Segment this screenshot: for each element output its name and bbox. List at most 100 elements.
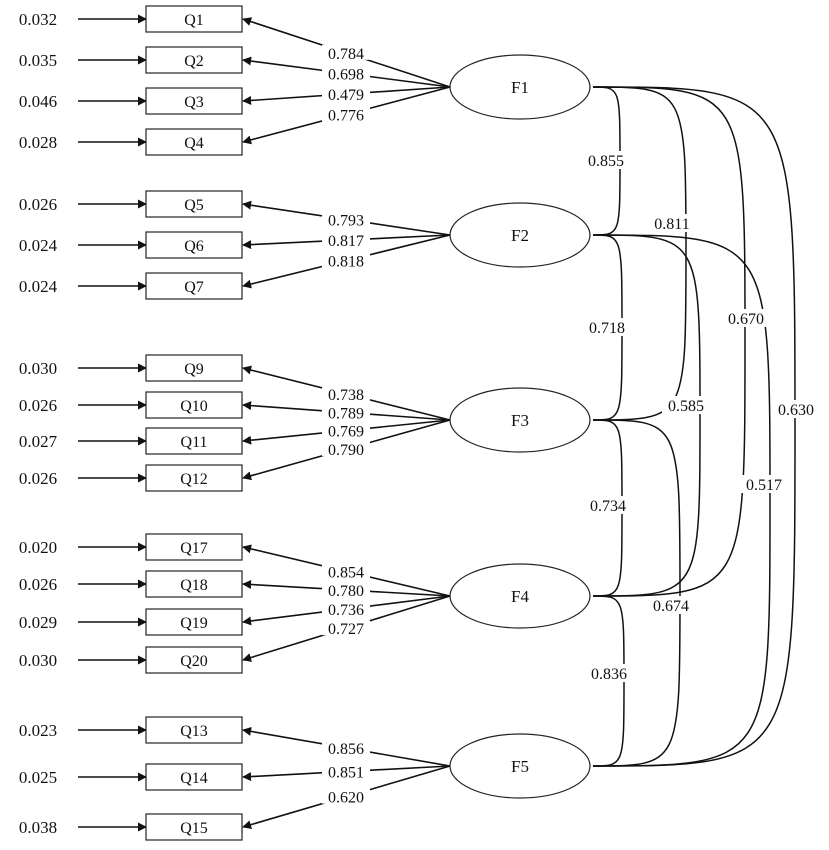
loading-label: 0.818 <box>328 254 364 271</box>
observed-items: Q1Q2Q3Q4Q5Q6Q7Q9Q10Q11Q12Q17Q18Q19Q20Q13… <box>145 5 243 841</box>
item-box-q19 <box>145 608 243 636</box>
error-variance-label: 0.024 <box>19 236 58 255</box>
loading-label: 0.854 <box>328 564 364 581</box>
loading-label-bg <box>322 739 370 755</box>
loading-label-bg <box>322 563 370 579</box>
factor-label: F4 <box>511 587 529 606</box>
item-label: Q2 <box>184 53 204 70</box>
loading-label: 0.790 <box>328 442 364 459</box>
correlation-label-bg <box>722 309 770 327</box>
item-box-q4 <box>145 128 243 156</box>
factor-f3-ellipse <box>449 387 591 453</box>
item-label: Q4 <box>184 135 204 152</box>
item-box-q20 <box>145 646 243 674</box>
factor-f4-ellipse <box>449 563 591 629</box>
correlation-curve-f1-f3 <box>592 86 687 421</box>
error-variance-label: 0.026 <box>19 469 57 488</box>
error-variance-label: 0.028 <box>19 133 57 152</box>
item-box-q1 <box>145 5 243 33</box>
error-variance-label: 0.027 <box>19 432 58 451</box>
item-box-q12 <box>145 464 243 492</box>
correlation-curve-f2-f5 <box>592 234 771 767</box>
item-label: Q3 <box>184 94 204 111</box>
error-variance-label: 0.029 <box>19 613 57 632</box>
item-label: Q18 <box>180 577 208 594</box>
loading-label-bg <box>322 763 370 779</box>
loading-label-bg <box>322 441 370 457</box>
correlation-label: 0.585 <box>668 398 704 415</box>
error-terms: 0.0320.0350.0460.0280.0260.0240.0240.030… <box>19 10 147 837</box>
correlation-label-bg <box>584 496 632 514</box>
error-variance-label: 0.020 <box>19 538 57 557</box>
correlation-curve-f2-f4 <box>592 234 701 597</box>
item-label: Q11 <box>181 434 208 451</box>
item-box-q5 <box>145 190 243 218</box>
factor-label: F2 <box>511 226 529 245</box>
correlation-curve-f1-f4 <box>592 86 746 597</box>
item-box-q6 <box>145 231 243 259</box>
correlation-label-bg <box>648 214 696 232</box>
loading-label: 0.620 <box>328 790 364 807</box>
error-variance-label: 0.023 <box>19 721 57 740</box>
loading-label-bg <box>322 788 370 804</box>
correlation-curve-f3-f5 <box>592 419 681 767</box>
correlation-label: 0.517 <box>746 477 782 494</box>
factor-f5-ellipse <box>449 733 591 799</box>
item-box-q3 <box>145 87 243 115</box>
item-label: Q15 <box>180 820 208 837</box>
loading-label: 0.479 <box>328 87 364 104</box>
item-box-q9 <box>145 354 243 382</box>
coefficient-labels: 0.7840.6980.4790.7760.7930.8170.8180.738… <box>322 44 820 807</box>
correlation-label-bg <box>662 396 710 414</box>
loading-label-bg <box>322 601 370 617</box>
factor-f2-ellipse <box>449 202 591 268</box>
item-label: Q12 <box>180 471 208 488</box>
item-label: Q17 <box>180 540 208 557</box>
item-box-q2 <box>145 46 243 74</box>
factor-label: F1 <box>511 78 529 97</box>
item-label: Q10 <box>180 398 208 415</box>
correlation-label-bg <box>582 151 630 169</box>
loading-label: 0.776 <box>328 108 364 125</box>
item-label: Q20 <box>180 653 208 670</box>
correlation-label: 0.630 <box>778 402 814 419</box>
loading-label-bg <box>322 404 370 420</box>
item-label: Q7 <box>184 279 204 296</box>
item-box-q11 <box>145 427 243 455</box>
item-label: Q13 <box>180 723 208 740</box>
factor-f1-ellipse <box>449 54 591 120</box>
loading-label: 0.780 <box>328 583 364 600</box>
item-label: Q6 <box>184 238 204 255</box>
loading-label-bg <box>322 385 370 401</box>
correlation-label: 0.670 <box>728 311 764 328</box>
correlation-label: 0.836 <box>591 666 627 683</box>
loading-label-bg <box>322 252 370 268</box>
loading-label: 0.856 <box>328 741 364 758</box>
factor-label: F3 <box>511 411 529 430</box>
item-box-q7 <box>145 272 243 300</box>
error-variance-label: 0.046 <box>19 92 57 111</box>
correlation-label: 0.718 <box>589 320 625 337</box>
loading-label: 0.793 <box>328 212 364 229</box>
correlation-label-bg <box>647 596 695 614</box>
loading-label: 0.738 <box>328 387 364 404</box>
item-box-q17 <box>145 533 243 561</box>
item-label: Q14 <box>180 770 208 787</box>
loading-label: 0.727 <box>328 621 364 638</box>
correlation-label: 0.811 <box>654 216 689 233</box>
correlation-label-bg <box>583 318 631 336</box>
correlation-label: 0.734 <box>590 498 626 515</box>
correlation-curve-f1-f5 <box>592 86 796 767</box>
loading-label: 0.789 <box>328 405 364 422</box>
loading-label-bg <box>322 620 370 636</box>
loading-label-bg <box>322 44 370 60</box>
correlation-label-bg <box>772 400 820 418</box>
loading-label: 0.784 <box>328 46 364 63</box>
error-variance-label: 0.032 <box>19 10 57 29</box>
item-box-q10 <box>145 391 243 419</box>
error-variance-label: 0.025 <box>19 768 57 787</box>
error-variance-label: 0.035 <box>19 51 57 70</box>
error-variance-label: 0.026 <box>19 195 57 214</box>
